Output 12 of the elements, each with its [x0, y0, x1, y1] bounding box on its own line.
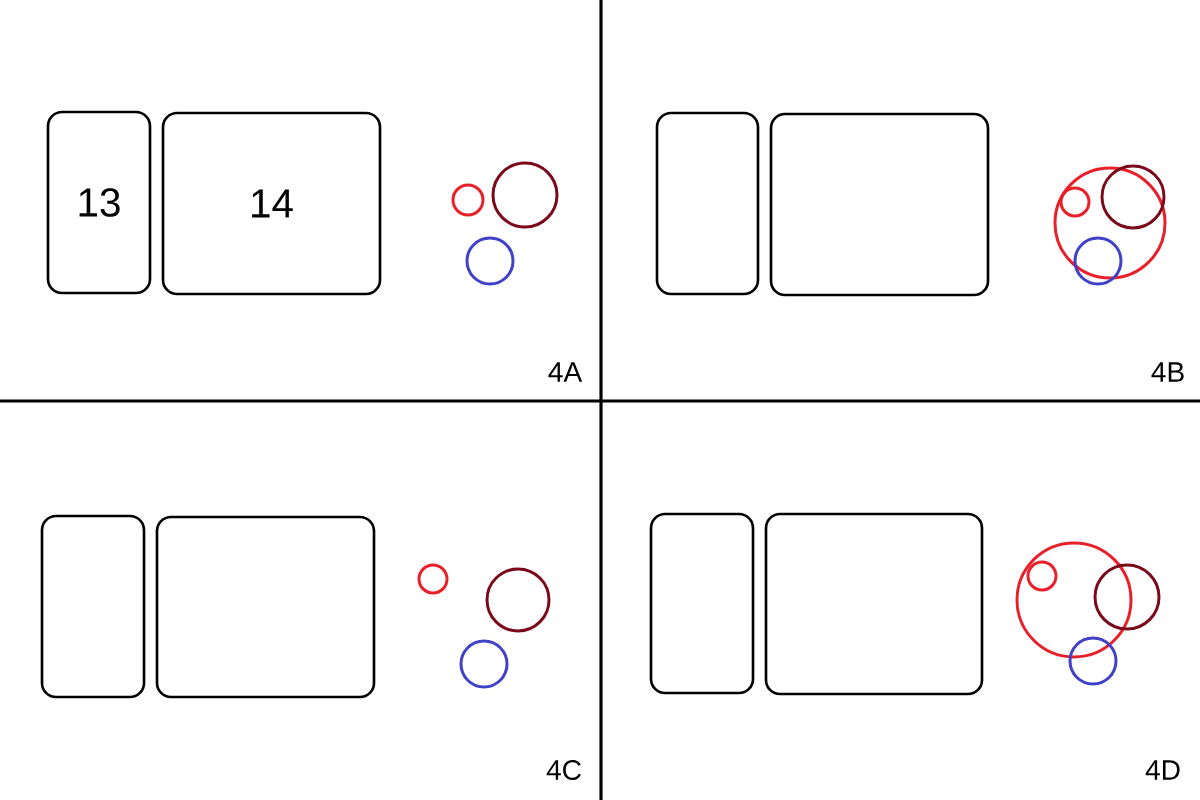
text-box: 13: [46, 110, 152, 295]
rounded-box: [764, 512, 984, 696]
panel-label: 4A: [548, 362, 583, 382]
rounded-box: [155, 515, 376, 699]
panel-label: 4D: [1145, 760, 1180, 780]
rounded-box: [655, 111, 760, 296]
rounded-box: [649, 512, 755, 695]
text-box: 14: [161, 111, 382, 296]
rounded-box: [40, 514, 146, 699]
panel-label: 4B: [1151, 362, 1184, 382]
rounded-box: [769, 112, 990, 297]
panel-label: 4C: [546, 760, 581, 780]
